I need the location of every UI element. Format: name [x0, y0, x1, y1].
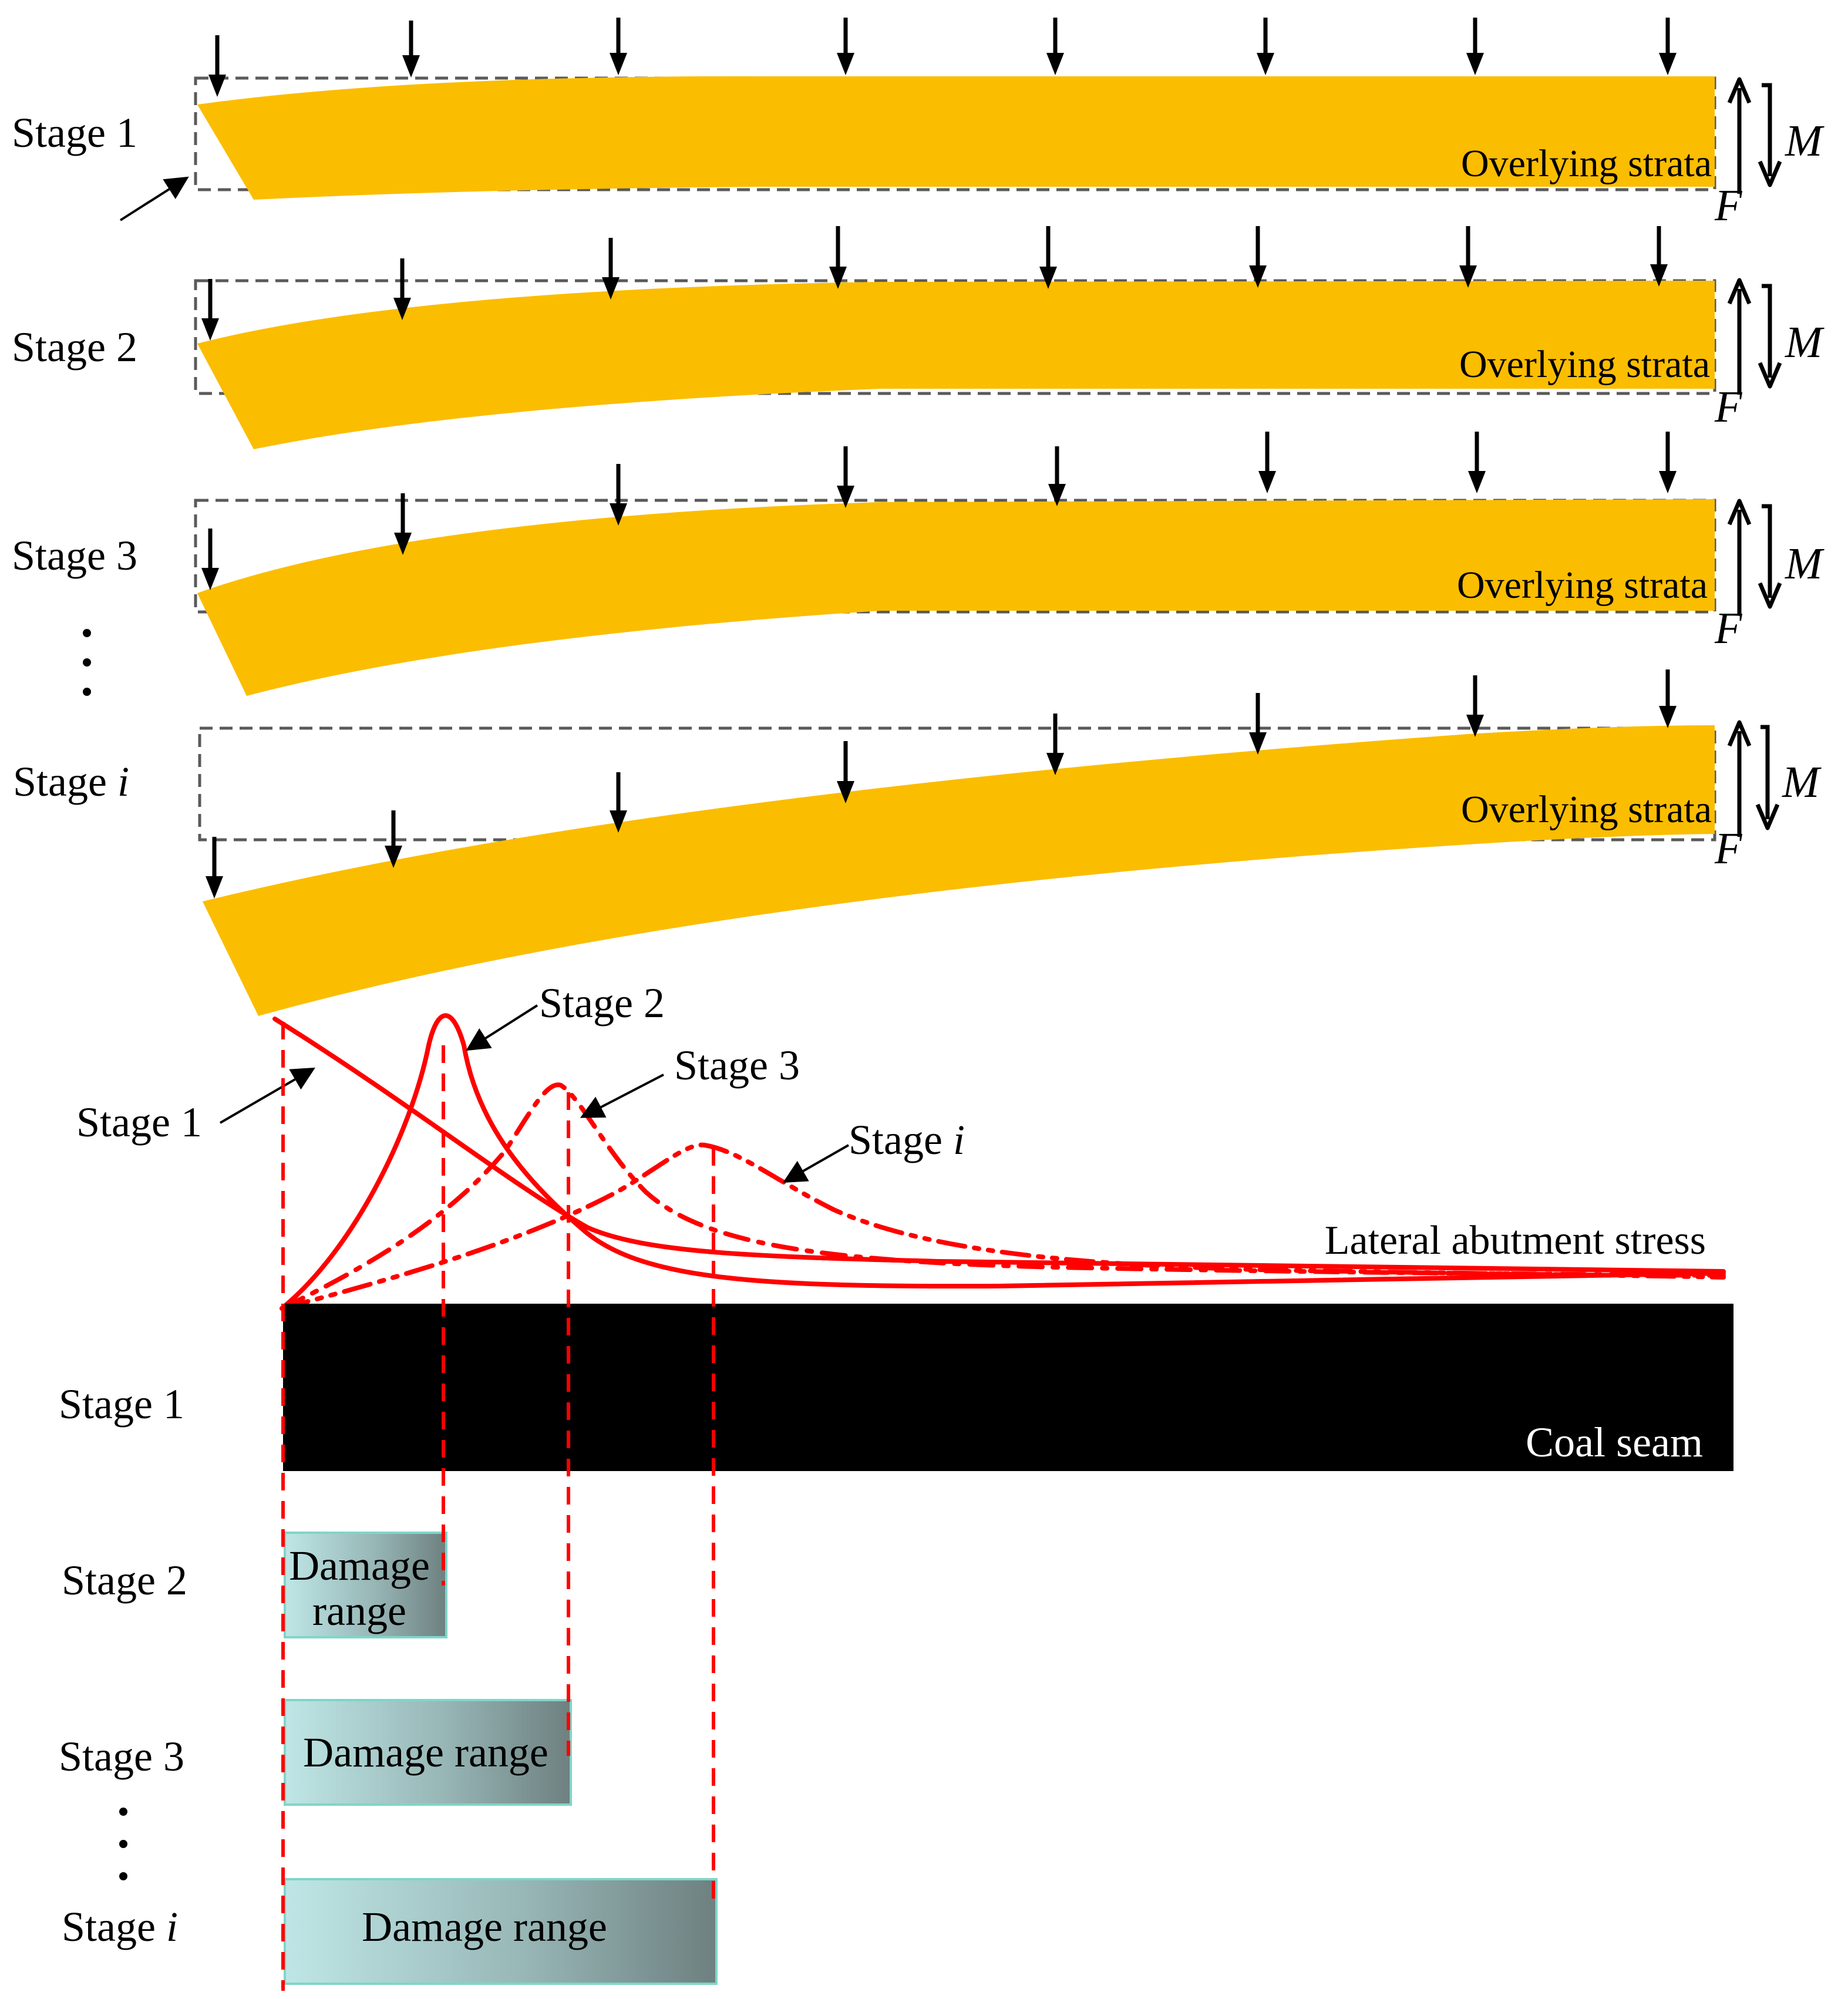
bottom-stage-1-label: Stage 1: [59, 1381, 184, 1428]
stage-1-group: Stage 1 Overlying strata M F: [12, 76, 1825, 230]
stage-i-group: Stage i Overlying strata M F: [13, 720, 1822, 1016]
load-arrow-head: [1046, 753, 1064, 775]
stage-3-moment-label: M: [1785, 539, 1825, 588]
load-arrow-head: [1258, 471, 1276, 493]
load-arrow-head: [837, 781, 854, 803]
bottom-ellipsis: [119, 1808, 127, 1880]
bottom-stage-labels: Stage 1 Stage 2 Stage 3 Stage i: [59, 1381, 187, 1950]
stage-2-frame: [194, 279, 1716, 395]
load-arrow-head: [610, 503, 627, 526]
stage-2-strata: [197, 281, 1715, 449]
load-arrow-head: [602, 277, 620, 299]
load-arrow-head: [1046, 53, 1064, 75]
stage-1-support-arrows: [1727, 77, 1782, 194]
stage-i-strata-label: Overlying strata: [1461, 788, 1712, 831]
bottom-stage-i-label: Stage i: [62, 1903, 178, 1950]
stage-i-strata: [203, 725, 1715, 1016]
load-arrow-head: [837, 53, 854, 75]
load-arrow-head: [201, 318, 219, 341]
load-arrow-head: [1659, 53, 1677, 75]
curve-stage-i: [280, 1142, 1726, 1311]
load-arrow-head: [837, 486, 854, 508]
load-arrow-head: [1249, 265, 1267, 288]
curve-stage-1: [272, 1017, 1726, 1274]
load-arrow-head: [1459, 265, 1477, 288]
curve-label-stage-i-arrow: [783, 1144, 849, 1183]
damage-range-stage-i: [284, 1878, 718, 1985]
curve-label-stage-1: Stage 1: [76, 1099, 202, 1146]
load-arrow-head: [829, 267, 847, 289]
load-arrow-head: [610, 53, 627, 75]
curve-label-stage-3-arrow: [580, 1073, 664, 1118]
bottom-stage-3-label: Stage 3: [59, 1733, 184, 1780]
stage-3-strata: [197, 499, 1715, 696]
stress-label: Lateral abutment stress: [1325, 1218, 1706, 1263]
load-arrow-head: [1039, 267, 1057, 289]
load-arrow-head: [1466, 715, 1484, 737]
stage-i-label: Stage i: [13, 758, 129, 805]
damage-range-stage-3-label: Damage range: [303, 1729, 548, 1776]
load-arrow-head: [206, 876, 223, 898]
damage-range-stage-3: [284, 1699, 572, 1806]
stage-1-strata: [197, 76, 1715, 200]
stage-2-moment-label: M: [1785, 318, 1825, 367]
curve-label-stage-3: Stage 3: [674, 1042, 800, 1089]
load-arrow-head: [1257, 53, 1274, 75]
damage-range-stage-i-label: Damage range: [362, 1903, 607, 1950]
stage-3-strata-label: Overlying strata: [1457, 564, 1708, 607]
guide-lines: [281, 1022, 715, 1991]
load-arrow-head: [1468, 471, 1486, 493]
load-arrow-head: [208, 75, 226, 97]
stage-1-label: Stage 1: [12, 109, 137, 156]
damage-range-stage-2-line-1: Damage: [289, 1542, 430, 1589]
load-arrows: [201, 18, 1677, 898]
stage-2-support-arrows: [1727, 278, 1782, 395]
stage-i-support-arrows: [1727, 720, 1780, 837]
coal-seam: [283, 1304, 1733, 1471]
stage-1-strata-label: Overlying strata: [1461, 142, 1712, 185]
load-arrow-head: [1659, 471, 1677, 493]
load-arrow-head: [1466, 53, 1484, 75]
load-arrow-head: [385, 846, 402, 868]
damage-range-stage-2: [284, 1532, 447, 1638]
curve-stage-2: [280, 1013, 1726, 1311]
coal-seam-label: Coal seam: [1526, 1419, 1703, 1466]
curve-label-stage-i: Stage i: [849, 1116, 965, 1163]
top-ellipsis: [83, 629, 91, 696]
load-arrow-head: [1048, 484, 1066, 506]
damage-range-stage-2-line-2: range: [312, 1587, 406, 1634]
load-arrow-head: [1249, 732, 1267, 755]
stage-1-moment-label: M: [1785, 116, 1825, 166]
load-arrow-head: [610, 810, 627, 833]
load-arrow-head: [394, 533, 412, 555]
load-arrow-head: [402, 55, 420, 78]
stage-3-support-arrows: [1727, 499, 1782, 615]
stage-3-label: Stage 3: [12, 532, 137, 579]
load-arrow-head: [393, 298, 411, 320]
stage-2-label: Stage 2: [12, 324, 137, 371]
curve-label-stage-2-arrow: [466, 1004, 538, 1051]
damage-ranges: Damage range Damage range Damage range: [284, 1532, 718, 1985]
curve-label-stage-1-arrow: [219, 1067, 315, 1124]
stage-1-pointer-arrow: [119, 176, 189, 221]
load-arrow-head: [201, 568, 219, 590]
load-arrow-head: [1650, 264, 1668, 287]
stage-3-group: Stage 3 Overlying strata M F: [12, 499, 1825, 696]
load-arrow-head: [1659, 706, 1677, 728]
stage-2-group: Stage 2 Overlying strata M F: [12, 278, 1825, 449]
stage-i-moment-label: M: [1782, 758, 1822, 807]
curve-label-stage-2: Stage 2: [539, 980, 665, 1027]
stage-3-frame: [194, 499, 1716, 614]
stage-2-strata-label: Overlying strata: [1459, 343, 1710, 386]
curve-labels: Stage 2 Stage 3 Stage i Stage 1 Lateral …: [76, 980, 1706, 1263]
stress-curves: [272, 1013, 1726, 1311]
bottom-stage-2-label: Stage 2: [62, 1557, 187, 1604]
